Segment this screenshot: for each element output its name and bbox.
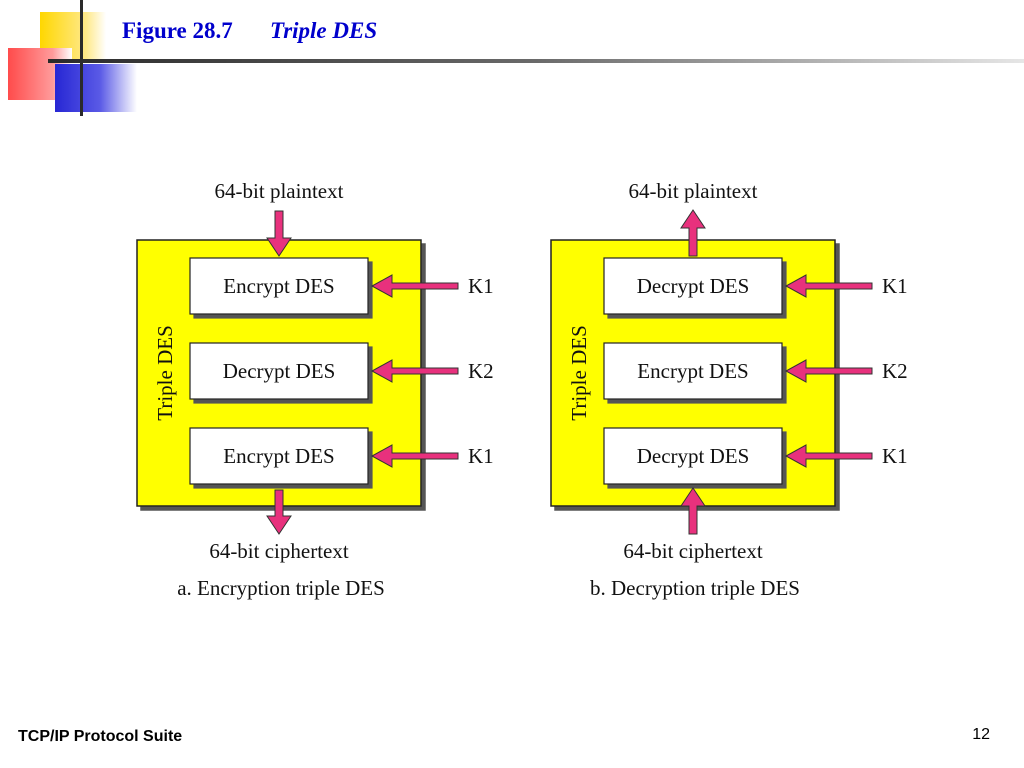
encryption-output-arrow	[266, 489, 292, 535]
decryption-stage-2: Encrypt DES	[603, 342, 783, 400]
decryption-top-label: 64-bit plaintext	[629, 179, 758, 203]
decryption-input-arrow	[680, 487, 706, 535]
encryption-stage-2-box	[189, 342, 369, 400]
encryption-key-1-label: K1	[468, 274, 494, 298]
encryption-stage-1: Encrypt DES	[189, 257, 369, 315]
encryption-stage-3-box	[189, 427, 369, 485]
decryption-side-label: Triple DES	[567, 325, 591, 421]
decor-vertical-line	[80, 0, 83, 116]
decryption-key-2-label: K2	[882, 359, 908, 383]
decryption-stage-1: Decrypt DES	[603, 257, 783, 315]
decryption-stage-3: Decrypt DES	[603, 427, 783, 485]
figure-number: Figure 28.7	[122, 18, 233, 43]
page-number: 12	[972, 726, 990, 743]
encryption-side-label: Triple DES	[153, 325, 177, 421]
encryption-stage-3: Encrypt DES	[189, 427, 369, 485]
decryption-bottom-label: 64-bit ciphertext	[623, 539, 763, 563]
decryption-panel: Triple DES Decrypt DES Encrypt DES Decry…	[550, 179, 908, 600]
decor-blue-square	[55, 64, 137, 112]
encryption-key-1-arrow	[370, 274, 459, 298]
decryption-key-1-arrow	[784, 274, 873, 298]
encryption-key-3-arrow	[370, 444, 459, 468]
decryption-key-2-arrow	[784, 359, 873, 383]
encryption-caption: a. Encryption triple DES	[177, 576, 385, 600]
encryption-stage-3-label: Encrypt DES	[223, 444, 334, 468]
figure-title: Triple DES	[270, 18, 378, 43]
decryption-key-3-arrow	[784, 444, 873, 468]
decryption-stage-3-box	[603, 427, 783, 485]
encryption-key-2-arrow	[370, 359, 459, 383]
encryption-bottom-label: 64-bit ciphertext	[209, 539, 349, 563]
decryption-key-3-label: K1	[882, 444, 908, 468]
decryption-stage-2-label: Encrypt DES	[637, 359, 748, 383]
decryption-stage-1-label: Decrypt DES	[637, 274, 750, 298]
encryption-key-3-label: K1	[468, 444, 494, 468]
encryption-panel: Triple DES Encrypt DES Decrypt DES Encry…	[136, 179, 494, 600]
decryption-stage-3-label: Decrypt DES	[637, 444, 750, 468]
encryption-stage-2-label: Decrypt DES	[223, 359, 336, 383]
encryption-key-2-label: K2	[468, 359, 494, 383]
encryption-stage-2: Decrypt DES	[189, 342, 369, 400]
decryption-output-arrow	[680, 209, 706, 257]
decryption-stage-1-box	[603, 257, 783, 315]
decor-title-rule	[48, 59, 1024, 63]
encryption-top-label: 64-bit plaintext	[215, 179, 344, 203]
encryption-input-arrow	[266, 210, 292, 257]
encryption-stage-1-label: Encrypt DES	[223, 274, 334, 298]
decryption-caption: b. Decryption triple DES	[590, 576, 800, 600]
decryption-key-1-label: K1	[882, 274, 908, 298]
footer-title: TCP/IP Protocol Suite	[18, 728, 183, 745]
decryption-stage-2-box	[603, 342, 783, 400]
encryption-stage-1-box	[189, 257, 369, 315]
